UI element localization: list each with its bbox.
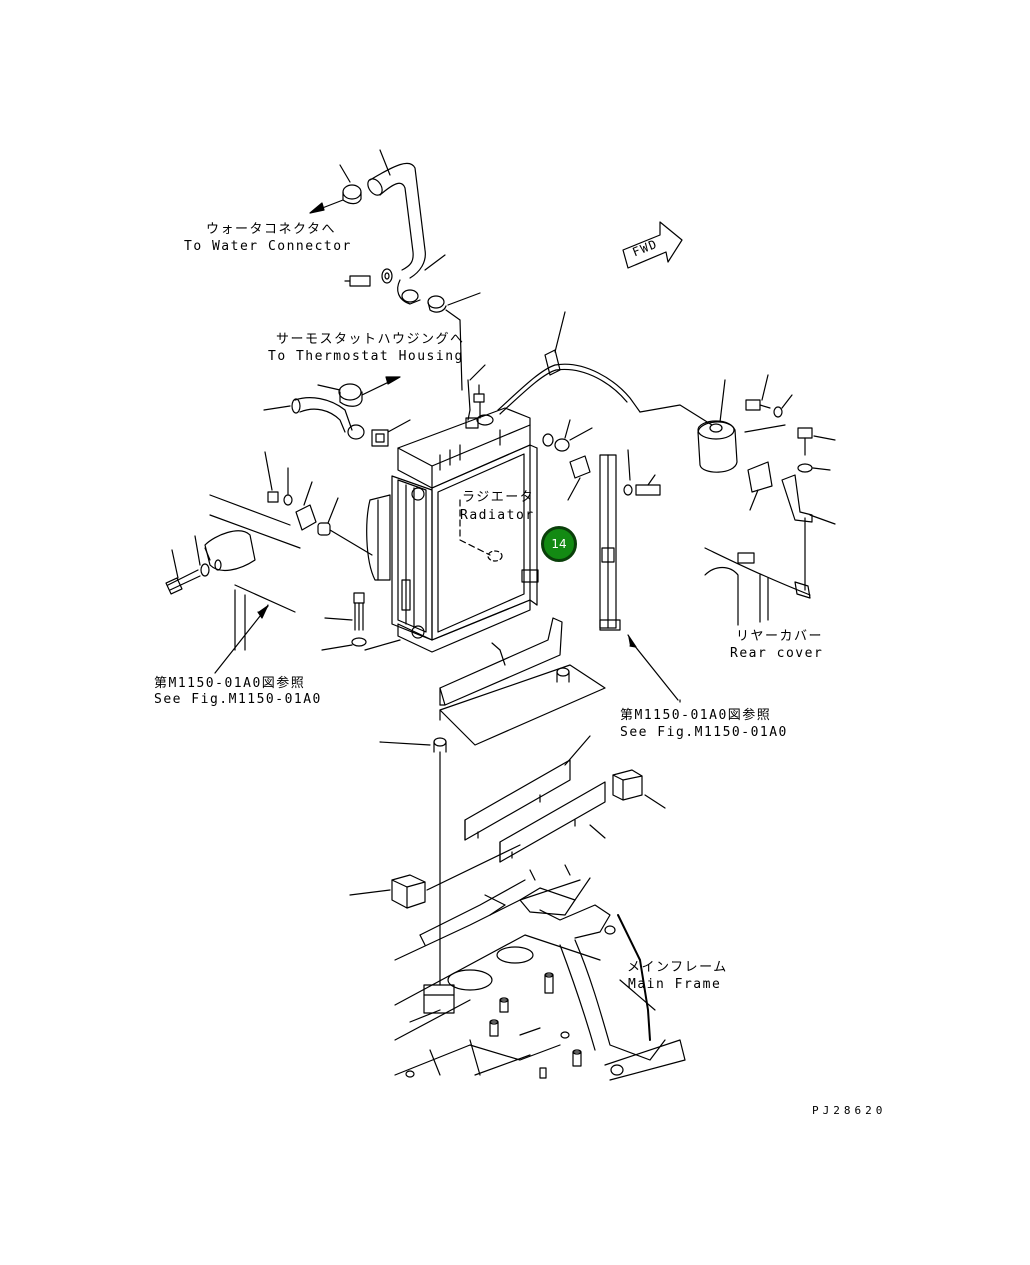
left-frame-member — [205, 495, 300, 673]
label-thermostat-jp: サーモスタットハウジングへ — [276, 332, 465, 347]
label-ref-left-en: See Fig.M1150-01A0 — [154, 692, 322, 707]
seal-block-right — [613, 770, 665, 808]
reservoir-bolts — [745, 375, 835, 590]
label-ref-right-jp: 第M1150-01A0図参照 — [620, 708, 772, 723]
label-water-connector-jp: ウォータコネクタへ — [206, 222, 336, 237]
label-radiator-jp: ラジエータ — [462, 490, 535, 505]
main-frame — [395, 865, 685, 1080]
label-rear-cover-jp: リヤーカバー — [736, 629, 824, 644]
label-main-frame-en: Main Frame — [628, 977, 722, 992]
label-ref-left-jp: 第M1150-01A0図参照 — [154, 676, 306, 691]
lower-radiator-bolt — [322, 593, 400, 650]
upper-hose — [365, 150, 445, 304]
radiator — [367, 365, 538, 652]
reservoir-hose — [498, 312, 712, 425]
label-ref-right-en: See Fig.M1150-01A0 — [620, 725, 788, 740]
drawing-number: PJ28620 — [812, 1104, 887, 1117]
seal-strip-2 — [500, 782, 605, 862]
callout-number: 14 — [551, 537, 567, 551]
bolt-washer-upper — [345, 269, 392, 286]
hose-clamp-mid — [428, 293, 480, 390]
hose-clamp-top — [310, 165, 361, 213]
lower-hose — [264, 377, 410, 446]
cap-bolt — [474, 385, 484, 402]
left-mount-parts — [265, 452, 372, 555]
base-plate — [380, 665, 605, 985]
fwd-arrow — [623, 222, 682, 268]
label-main-frame-jp: メインフレーム — [627, 960, 728, 975]
rear-cover — [705, 548, 810, 625]
main-frame-leader — [620, 980, 655, 1010]
label-radiator-en: Radiator — [460, 508, 535, 523]
seal-strip-top — [440, 618, 562, 705]
seal-block-left — [350, 845, 520, 908]
radiator-right-bracket — [543, 420, 678, 700]
label-rear-cover-en: Rear cover — [730, 646, 824, 661]
left-bolt — [166, 536, 221, 594]
callout-14[interactable]: 14 — [541, 526, 577, 562]
label-water-connector-en: To Water Connector — [184, 239, 352, 254]
label-thermostat-en: To Thermostat Housing — [268, 349, 464, 364]
reservoir-tank — [698, 380, 737, 472]
seal-strip-1 — [465, 736, 590, 840]
